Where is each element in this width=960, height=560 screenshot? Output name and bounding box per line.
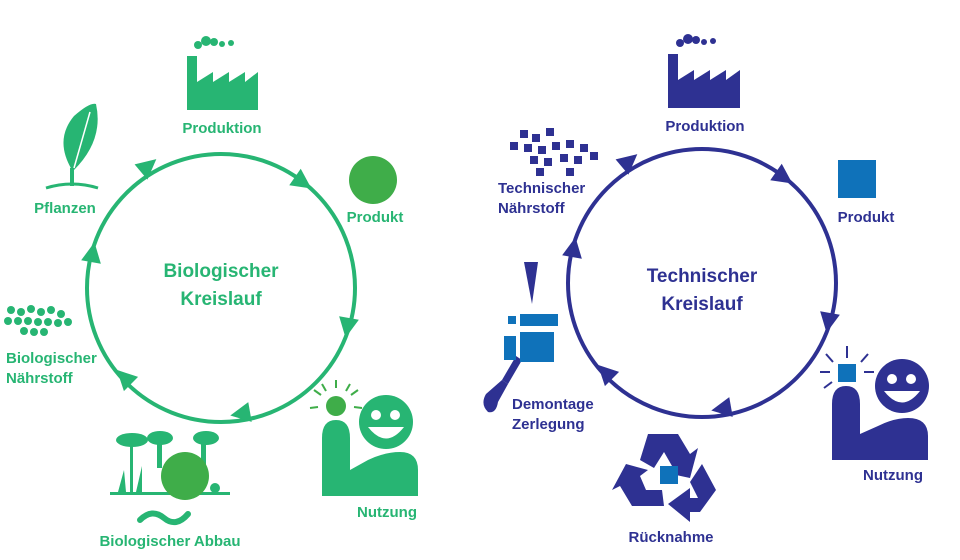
biological-nutzung-label: Nutzung [357, 504, 417, 521]
biological-title-line1: Biologischer [163, 261, 279, 282]
leaf-plant-icon [45, 103, 99, 190]
biological-nutrient-dots-icon [4, 305, 72, 336]
technical-person-icon [820, 346, 929, 460]
demontage-label-line2: Zerlegung [512, 416, 585, 433]
biological-person-icon [309, 380, 418, 496]
biological-arrowheads [81, 159, 359, 422]
biological-cycle: Biologischer Kreislauf Produktion Produk… [4, 36, 418, 550]
arrow-head [134, 159, 157, 180]
technical-naehrstoff-label-line1: Technischer [498, 180, 585, 197]
factory-icon [187, 36, 258, 110]
biological-naehrstoff-label-line1: Biologischer [6, 350, 97, 367]
decomposing-ball-icon [161, 452, 209, 500]
screwdriver-icon [483, 262, 538, 413]
factory-icon [668, 34, 740, 108]
arrow-head [562, 237, 582, 259]
arrow-head [615, 154, 638, 175]
arrow-head [711, 397, 733, 417]
arrow-head [289, 168, 312, 189]
arrow-head [116, 369, 139, 392]
arrow-head [770, 163, 793, 184]
demontage-label-line1: Demontage [512, 396, 594, 413]
arrow-head [81, 242, 101, 264]
arrow-head [820, 311, 840, 333]
ruecknahme-label: Rücknahme [628, 529, 713, 546]
biological-naehrstoff-label-line2: Nährstoff [6, 370, 74, 387]
biological-produkt-label: Produkt [347, 209, 404, 226]
technical-title-line2: Kreislauf [661, 294, 743, 315]
technical-cycle: Technischer Kreislauf Produktion Produkt [483, 34, 929, 546]
pflanzen-label: Pflanzen [34, 200, 96, 217]
arrow-head [597, 364, 620, 387]
biological-title-line2: Kreislauf [180, 289, 262, 310]
arrow-head [230, 402, 252, 422]
biological-product-circle-icon [349, 156, 397, 204]
recycling-center-square-icon [660, 466, 678, 484]
technical-produkt-label: Produkt [838, 209, 895, 226]
recycling-icon [612, 434, 716, 522]
biological-produktion-label: Produktion [182, 120, 261, 137]
technical-nutrient-squares-icon [510, 128, 598, 176]
technical-cycle-ring [566, 147, 838, 419]
technical-nutzung-label: Nutzung [863, 467, 923, 484]
technical-product-square-icon [838, 160, 876, 198]
biological-abbau-label: Biologischer Abbau [99, 533, 240, 550]
disassembled-parts-icon [504, 314, 558, 362]
biological-cycle-ring [85, 152, 357, 424]
arrow-head [339, 316, 359, 338]
technical-title-line1: Technischer [647, 266, 758, 287]
decomposition-icon [110, 431, 230, 526]
technical-produktion-label: Produktion [665, 118, 744, 135]
technical-naehrstoff-label-line2: Nährstoff [498, 200, 566, 217]
technical-arrowheads [562, 154, 840, 417]
